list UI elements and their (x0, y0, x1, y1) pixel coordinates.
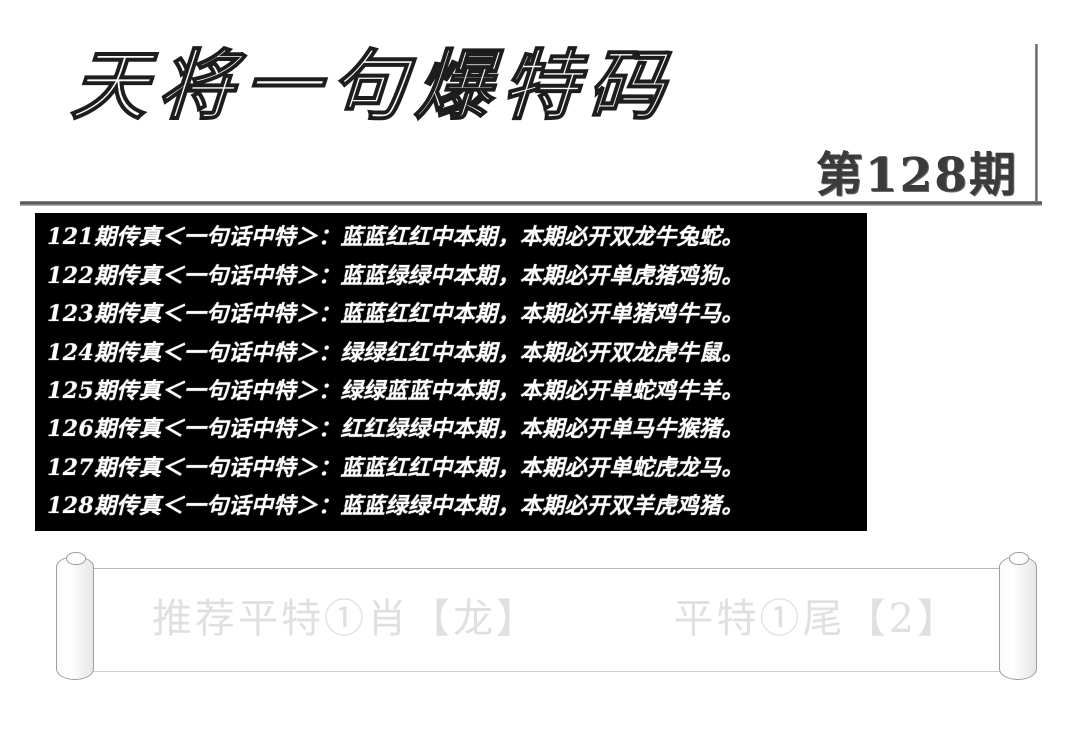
scroll-sheet (88, 568, 1018, 672)
row-issue-number: 125 (47, 378, 95, 404)
row-text: 期传真＜一句话中特＞：绿绿蓝蓝中本期，本期必开单蛇鸡牛羊。 (94, 378, 744, 404)
row-issue-number: 123 (47, 301, 95, 328)
frame-horizontal-rule (20, 201, 1042, 206)
header: 天将一句爆特码 第128期 (0, 0, 1080, 206)
scroll-roller-right-icon (999, 552, 1037, 680)
row-text: 期传真＜一句话中特＞：蓝蓝绿绿中本期，本期必开双羊虎鸡猪。 (94, 493, 744, 520)
table-row: 128 期传真＜一句话中特＞：蓝蓝绿绿中本期，本期必开双羊虎鸡猪。 (35, 487, 867, 525)
row-issue-number: 127 (47, 454, 95, 481)
row-text: 期传真＜一句话中特＞：绿绿红红中本期，本期必开双龙虎牛鼠。 (94, 339, 744, 366)
row-text: 期传真＜一句话中特＞：蓝蓝绿绿中本期，本期必开单虎猪鸡狗。 (94, 262, 744, 289)
recommendation-right: 平特①尾【2】 (673, 596, 960, 642)
table-row: 121 期传真＜一句话中特＞：蓝蓝红红中本期，本期必开双龙牛兔蛇。 (35, 218, 867, 256)
forecast-panel: 121 期传真＜一句话中特＞：蓝蓝红红中本期，本期必开双龙牛兔蛇。 122 期传… (35, 213, 867, 531)
forecast-row-list: 121 期传真＜一句话中特＞：蓝蓝红红中本期，本期必开双龙牛兔蛇。 122 期传… (35, 213, 867, 531)
row-issue-number: 126 (47, 416, 95, 443)
frame-vertical-rule (1035, 44, 1038, 204)
scroll-text-area: 推荐平特①肖【龙】 平特①尾【2】 (110, 574, 990, 664)
table-row: 122 期传真＜一句话中特＞：蓝蓝绿绿中本期，本期必开单虎猪鸡狗。 (35, 257, 867, 295)
table-row: 125 期传真＜一句话中特＞：绿绿蓝蓝中本期，本期必开单蛇鸡牛羊。 (35, 372, 867, 410)
table-row: 127 期传真＜一句话中特＞：蓝蓝红红中本期，本期必开单蛇虎龙马。 (35, 449, 867, 487)
scroll-banner: 推荐平特①肖【龙】 平特①尾【2】 (55, 552, 1040, 686)
table-row: 126 期传真＜一句话中特＞：红红绿绿中本期，本期必开单马牛猴猪。 (35, 410, 867, 448)
row-issue-number: 128 (47, 493, 95, 520)
recommendation-left: 推荐平特①肖【龙】 (152, 596, 539, 642)
row-text: 期传真＜一句话中特＞：蓝蓝红红中本期，本期必开双龙牛兔蛇。 (94, 224, 744, 251)
table-row: 123 期传真＜一句话中特＞：蓝蓝红红中本期，本期必开单猪鸡牛马。 (35, 295, 867, 333)
row-text: 期传真＜一句话中特＞：蓝蓝红红中本期，本期必开单蛇虎龙马。 (94, 454, 744, 481)
table-row: 124 期传真＜一句话中特＞：绿绿红红中本期，本期必开双龙虎牛鼠。 (35, 334, 867, 372)
scroll-roller-left-icon (56, 552, 94, 680)
row-issue-number: 121 (47, 224, 95, 251)
row-text: 期传真＜一句话中特＞：红红绿绿中本期，本期必开单马牛猴猪。 (94, 416, 744, 443)
issue-number-badge: 第128期 (815, 148, 1018, 203)
row-text: 期传真＜一句话中特＞：蓝蓝红红中本期，本期必开单猪鸡牛马。 (94, 301, 744, 328)
row-issue-number: 124 (47, 339, 95, 366)
page-title: 天将一句爆特码 (68, 40, 678, 131)
row-issue-number: 122 (47, 262, 95, 289)
